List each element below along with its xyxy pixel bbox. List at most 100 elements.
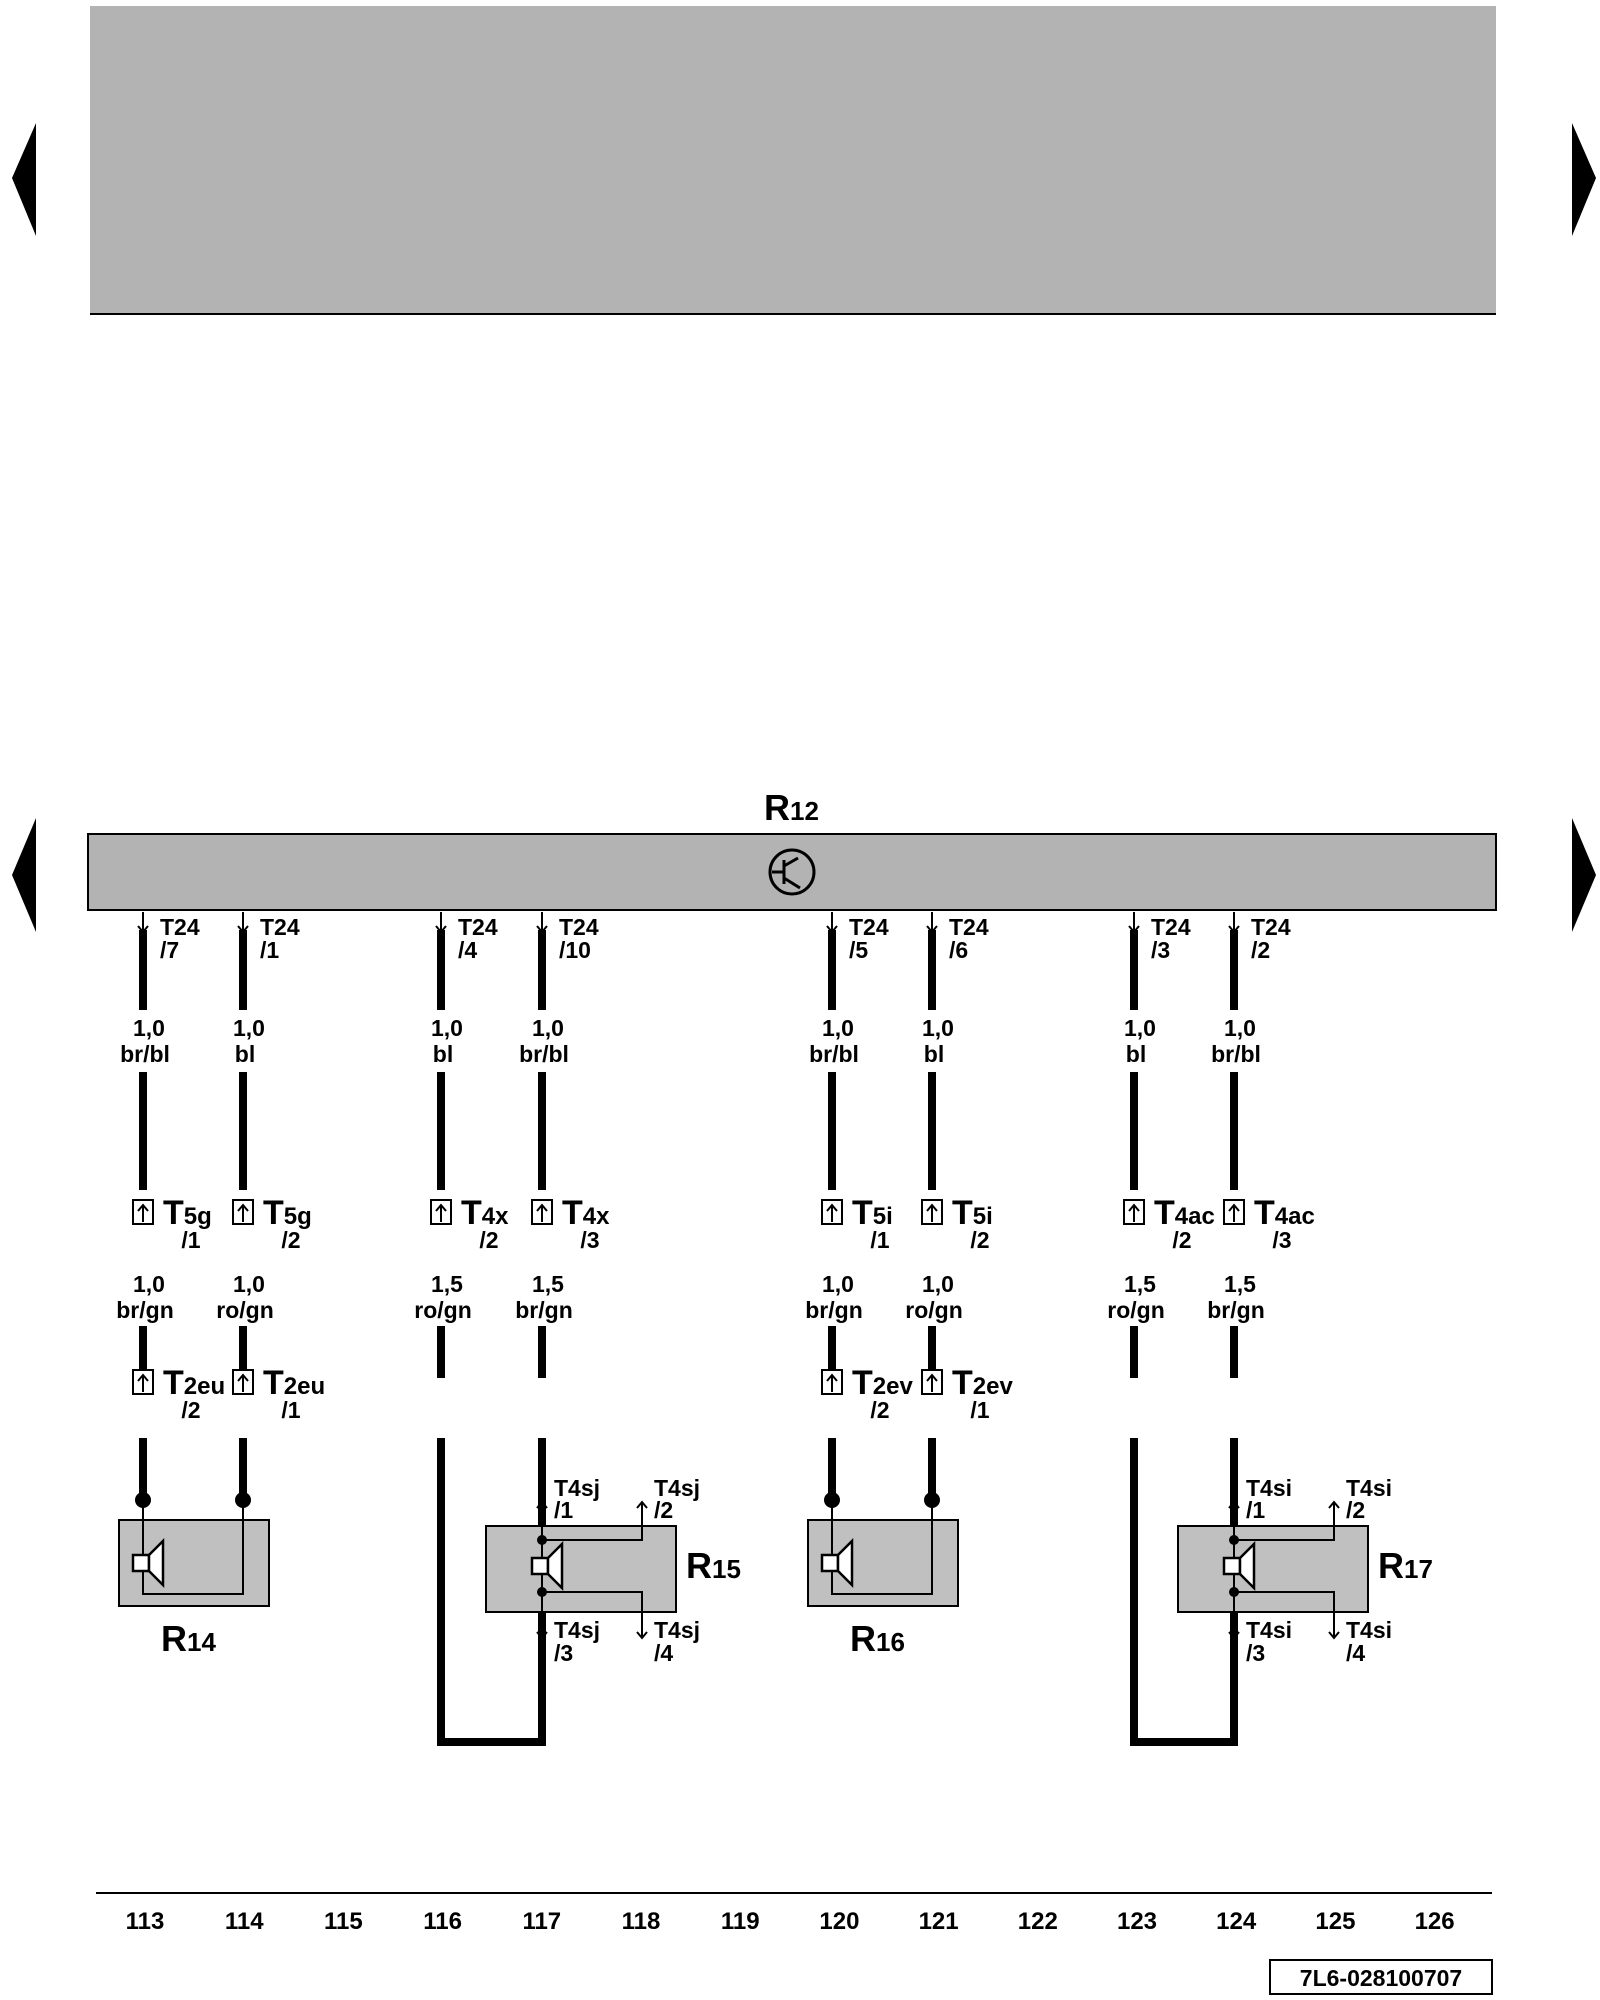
pin-number: /3 (1151, 937, 1170, 963)
connector-pin: /2 (479, 1227, 498, 1253)
column-number: 119 (721, 1908, 760, 1935)
pin-name: T24 (849, 914, 889, 940)
column-number: 120 (819, 1908, 859, 1935)
wire-gauge: 1,5 (1124, 1271, 1156, 1297)
column-number: 124 (1216, 1908, 1257, 1935)
next-page-top-icon[interactable] (1572, 123, 1596, 236)
connector-label: T5i (852, 1194, 893, 1232)
wire-gauge: 1,0 (922, 1015, 954, 1041)
wire-color: ro/gn (216, 1297, 274, 1323)
next-page-bottom-icon[interactable] (1572, 818, 1596, 932)
speaker-pin-number: /3 (554, 1640, 573, 1666)
connector-label: T4ac (1154, 1194, 1215, 1232)
connector-icon (132, 1369, 154, 1395)
speaker-R16: R16 (807, 1492, 959, 1659)
wire-gauge: 1,0 (233, 1271, 265, 1297)
column-number: 113 (126, 1908, 165, 1935)
connector-pin: /3 (580, 1227, 599, 1253)
connector-icon (921, 1369, 943, 1395)
pin-number: /5 (849, 937, 868, 963)
wire-gauge: 1,0 (822, 1015, 854, 1041)
speaker-pin-number: /3 (1246, 1640, 1265, 1666)
connector-label: T4x (461, 1194, 509, 1232)
connector-label: T5g (163, 1194, 212, 1232)
pin-number: /7 (160, 937, 179, 963)
speaker-pin-name: T4si (1246, 1617, 1292, 1643)
pin-arrow-icon (636, 1618, 648, 1640)
connector-pin: /2 (1172, 1227, 1191, 1253)
connector-pin: /3 (1272, 1227, 1291, 1253)
speaker-pin-number: /2 (1346, 1497, 1365, 1523)
connector-label: T2eu (263, 1364, 325, 1402)
column-number: 118 (622, 1908, 661, 1935)
pin-arrow-icon (435, 912, 447, 934)
amplifier-symbol-icon (768, 848, 816, 896)
speaker-label: R15 (686, 1545, 741, 1586)
speaker-pin-number: /4 (1346, 1640, 1365, 1666)
prev-page-top-icon[interactable] (12, 123, 36, 236)
speaker-pin-number: /1 (554, 1497, 573, 1523)
pin-arrow-icon (1328, 1618, 1340, 1640)
wire-gauge: 1,0 (431, 1015, 463, 1041)
wire-color: ro/gn (905, 1297, 963, 1323)
pin-arrow-icon (826, 912, 838, 934)
pin-number: /6 (949, 937, 968, 963)
pin-arrow-icon (1228, 1500, 1240, 1520)
connector-label: T2ev (852, 1364, 913, 1402)
wire-gauge: 1,5 (431, 1271, 463, 1297)
speaker-pin-name: T4sj (654, 1617, 700, 1643)
control-unit-label: R12 (764, 787, 819, 828)
connector-pin: /1 (870, 1227, 889, 1253)
prev-page-bottom-icon[interactable] (12, 818, 36, 932)
pin-arrow-icon (237, 912, 249, 934)
connector-pin: /1 (181, 1227, 200, 1253)
connector-icon (921, 1199, 943, 1225)
speaker-pin-name: T4sj (654, 1475, 700, 1501)
pin-name: T24 (260, 914, 300, 940)
pin-arrow-icon (1128, 912, 1140, 934)
pin-arrow-icon (536, 912, 548, 934)
pin-arrow-icon (1228, 912, 1240, 934)
wire-color: br/gn (805, 1297, 863, 1323)
doc-id: 7L6-028100707 (1300, 1965, 1462, 1991)
pin-name: T24 (559, 914, 599, 940)
connector-label: T4ac (1254, 1194, 1315, 1232)
wire-gauge: 1,0 (532, 1015, 564, 1041)
pin-arrow-icon (636, 1500, 648, 1520)
connector-pin: /2 (870, 1397, 889, 1423)
column-number: 114 (225, 1908, 264, 1935)
connector-icon (232, 1369, 254, 1395)
wire-color: br/gn (1207, 1297, 1265, 1323)
speaker-pin-name: T4si (1246, 1475, 1292, 1501)
wire-gauge: 1,0 (1124, 1015, 1156, 1041)
top-panel (90, 6, 1496, 314)
speaker-label: R14 (161, 1618, 216, 1659)
wire-color: bl (235, 1041, 255, 1067)
column-number: 117 (522, 1908, 561, 1935)
connector-icon (1123, 1199, 1145, 1225)
connector-pin: /2 (181, 1397, 200, 1423)
speaker-pin-name: T4si (1346, 1475, 1392, 1501)
speaker-pin-name: T4sj (554, 1617, 600, 1643)
pin-name: T24 (1151, 914, 1191, 940)
wire-color: br/bl (519, 1041, 569, 1067)
pin-number: /10 (559, 937, 591, 963)
wire-color: br/bl (809, 1041, 859, 1067)
wire-color: ro/gn (414, 1297, 472, 1323)
pin-number: /4 (458, 937, 477, 963)
speaker-pin-name: T4sj (554, 1475, 600, 1501)
wire-color: bl (433, 1041, 453, 1067)
wire-color: br/bl (120, 1041, 170, 1067)
pin-arrow-icon (926, 912, 938, 934)
speaker-icon (530, 1540, 564, 1592)
pin-arrow-icon (536, 1500, 548, 1520)
pin-arrow-icon (536, 1618, 548, 1640)
wire-gauge: 1,5 (532, 1271, 564, 1297)
wire-gauge: 1,0 (133, 1271, 165, 1297)
